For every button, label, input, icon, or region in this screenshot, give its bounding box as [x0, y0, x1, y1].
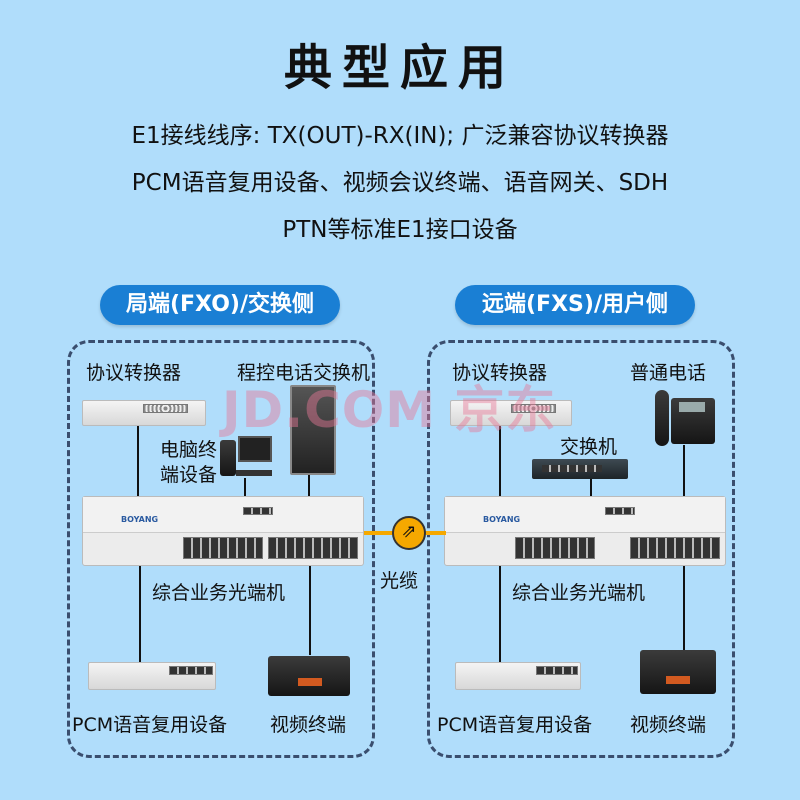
connector — [137, 425, 139, 500]
description-line-2: PCM语音复用设备、视频会议终端、语音网关、SDH — [131, 170, 669, 196]
label-pbx: 程控电话交换机 — [237, 362, 371, 384]
label-phone: 普通电话 — [630, 362, 707, 384]
pbx-rack-icon — [290, 385, 336, 475]
pcm-device-left — [88, 662, 216, 690]
label-optical-terminal-left: 综合业务光端机 — [152, 582, 286, 604]
label-computer: 电脑终端设备 — [160, 438, 217, 488]
connector — [683, 565, 685, 655]
brand-logo: BOYANG — [121, 515, 159, 524]
left-group-box — [67, 340, 375, 758]
computer-icon — [220, 436, 272, 480]
connector — [308, 475, 310, 500]
label-fiber: 光缆 — [380, 570, 419, 592]
connector — [309, 565, 311, 655]
description-line-1: E1接线线序: TX(OUT)-RX(IN); 广泛兼容协议转换器 — [131, 123, 669, 149]
right-group-box — [427, 340, 735, 758]
protocol-converter-device — [82, 400, 206, 426]
protocol-converter-device — [450, 400, 572, 426]
label-video-right: 视频终端 — [630, 714, 707, 736]
connector — [683, 445, 685, 500]
label-protocol-converter-right: 协议转换器 — [452, 362, 548, 384]
fiber-optic-icon: ⇗ — [392, 516, 426, 550]
connector — [139, 565, 141, 665]
optical-terminal-device-left: BOYANG — [82, 496, 364, 566]
connector — [499, 425, 501, 500]
watermark: JD.COM 京东 — [222, 381, 557, 439]
description-line-3: PTN等标准E1接口设备 — [282, 217, 518, 243]
label-computer-line1: 电脑终 — [160, 439, 218, 461]
label-protocol-converter-left: 协议转换器 — [86, 362, 182, 384]
label-pcm-left: PCM语音复用设备 — [72, 714, 228, 736]
right-header-pill: 远端(FXS)/用户侧 — [455, 285, 695, 325]
pcm-device-right — [455, 662, 581, 690]
video-terminal-left — [268, 656, 350, 696]
page-title: 典型应用 — [283, 40, 516, 96]
label-optical-terminal-right: 综合业务光端机 — [512, 582, 646, 604]
switch-icon — [532, 459, 628, 479]
brand-logo: BOYANG — [483, 515, 521, 524]
telephone-icon — [655, 390, 715, 446]
label-video-left: 视频终端 — [270, 714, 347, 736]
connector — [499, 565, 501, 665]
left-header-pill: 局端(FXO)/交换侧 — [100, 285, 340, 325]
video-terminal-right — [640, 650, 716, 694]
optical-terminal-device-right: BOYANG — [444, 496, 726, 566]
connector — [244, 478, 246, 500]
connector — [590, 478, 592, 500]
label-pcm-right: PCM语音复用设备 — [437, 714, 593, 736]
label-switch: 交换机 — [560, 436, 618, 458]
label-computer-line2: 端设备 — [160, 464, 218, 486]
